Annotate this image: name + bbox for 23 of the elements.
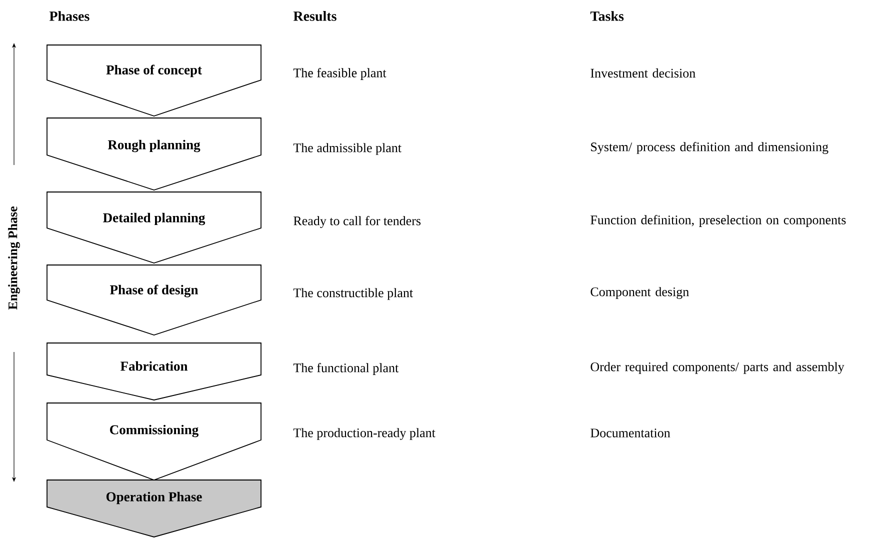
side-label: Engineering Phase <box>8 206 20 310</box>
chevron-box: Fabrication <box>46 342 262 400</box>
chevron-box: Detailed planning <box>46 192 262 264</box>
task-text: Component design <box>590 287 689 299</box>
task-text: Investment decision <box>590 68 696 78</box>
chevron-box: Phase of design <box>46 264 262 336</box>
chevron-box: Commissioning <box>46 402 262 480</box>
chevron-box: Operation Phase <box>46 480 262 538</box>
result-text: The functional plant <box>293 363 399 375</box>
chevron-box: Phase of concept <box>46 44 262 116</box>
result-text: The constructible plant <box>293 288 413 300</box>
result-text: The feasible plant <box>293 68 386 80</box>
result-text: The admissible plant <box>293 143 402 155</box>
chevron-box: Rough planning <box>46 118 262 190</box>
task-text: Documentation <box>590 428 670 438</box>
result-text: The production-ready plant <box>293 428 436 440</box>
column-heading: Phases <box>49 11 90 21</box>
result-text: Ready to call for tenders <box>294 216 421 228</box>
column-heading: Tasks <box>590 11 624 21</box>
task-text: System/ process definition and dimensioning <box>591 142 828 154</box>
task-text: Function definition, preselection on components <box>590 215 846 227</box>
task-text: Order required components/ parts and assembly <box>590 362 844 374</box>
column-heading: Results <box>293 11 336 21</box>
